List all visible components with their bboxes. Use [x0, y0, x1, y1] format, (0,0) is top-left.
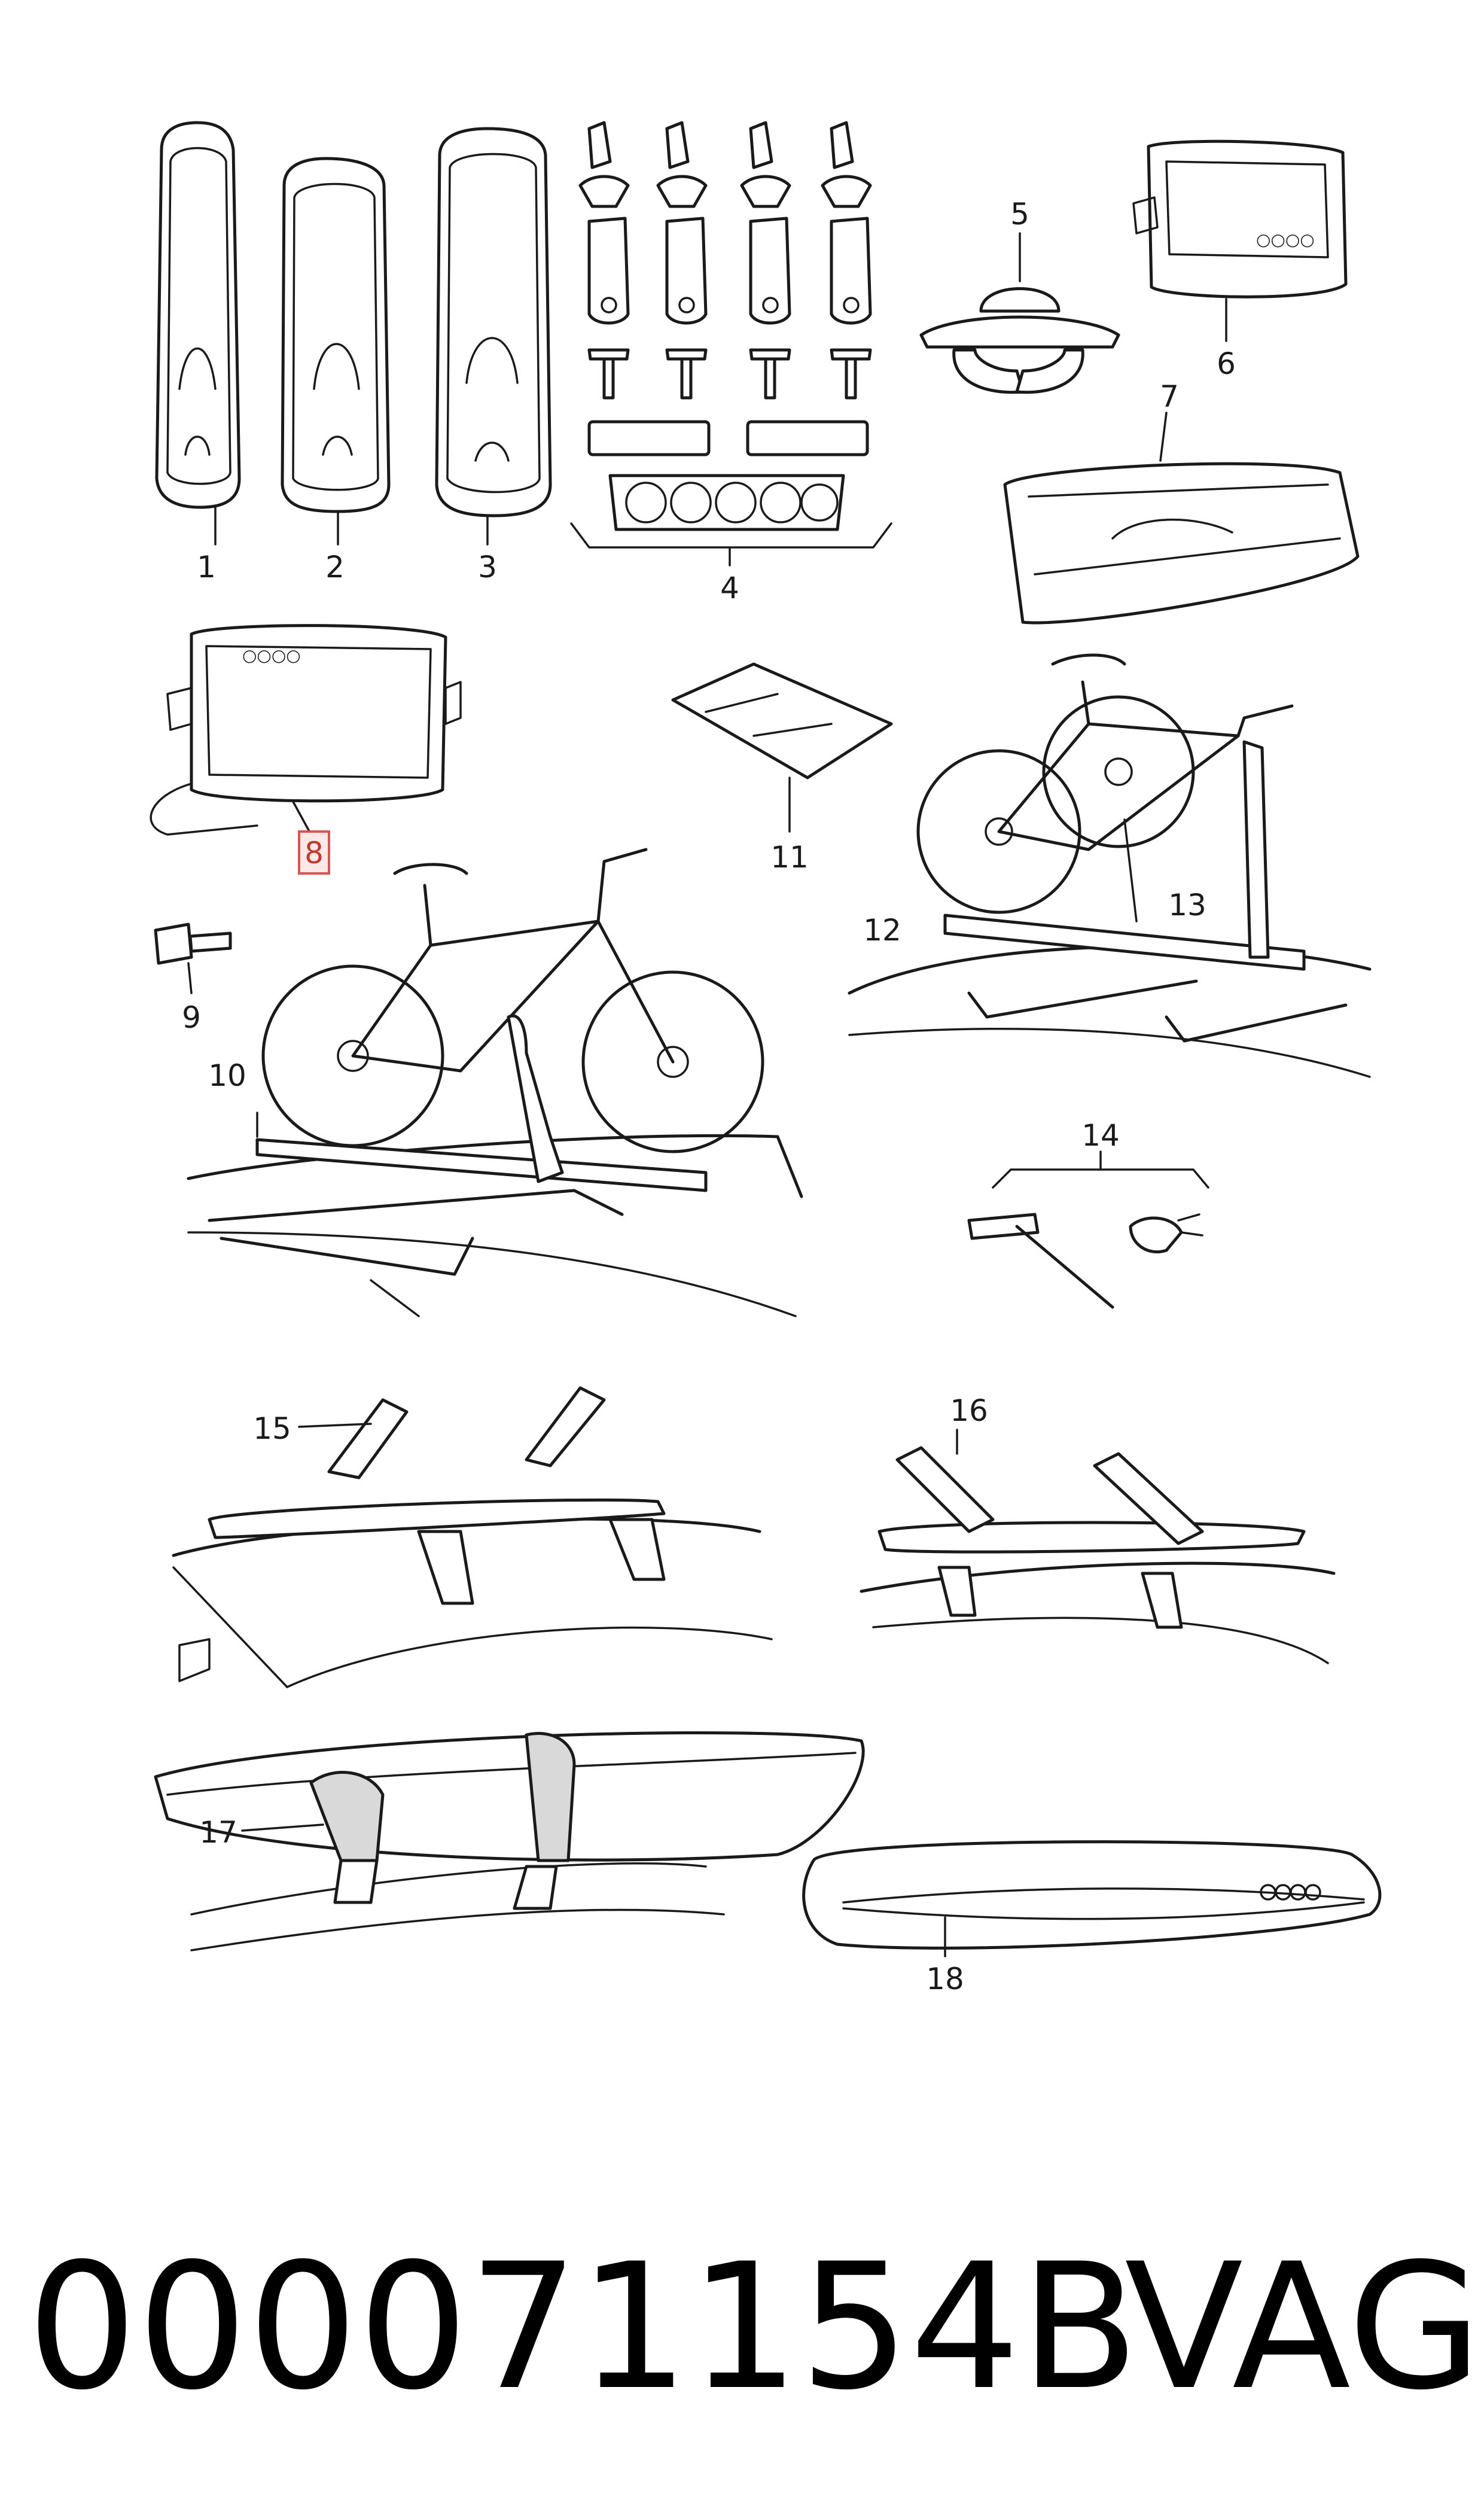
callouts: 1 2 3 4 5 6 7 8 9 10 11 12 13 14 15 16 1… — [182, 197, 1236, 1996]
callout-15: 15 — [253, 1411, 291, 1446]
callout-3: 3 — [478, 550, 497, 584]
callout-13: 13 — [1168, 888, 1206, 922]
mounting-kit-4 — [570, 121, 892, 567]
callout-16: 16 — [950, 1393, 988, 1428]
part-number: 000071154B — [27, 2227, 1139, 2428]
instruction-bag-11 — [671, 662, 893, 833]
kayak-carrier-17-scene — [154, 1731, 865, 1951]
ski-carrier-16-scene — [860, 1429, 1336, 1664]
bike-carrier-12-13-scene — [848, 653, 1372, 1078]
callout-1: 1 — [197, 550, 216, 584]
callout-9: 9 — [182, 1000, 201, 1035]
callout-5: 5 — [1010, 197, 1029, 232]
callout-6: 6 — [1217, 346, 1236, 381]
callout-18: 18 — [926, 1962, 964, 1996]
ski-bag-7 — [1003, 412, 1360, 625]
callout-11: 11 — [770, 840, 809, 875]
bike-carrier-10-scene — [187, 848, 803, 1317]
svg-text:○○○○: ○○○○ — [242, 646, 301, 665]
callout-10: 10 — [208, 1058, 246, 1093]
callout-14: 14 — [1081, 1118, 1120, 1153]
callout-12: 12 — [863, 913, 901, 948]
protective-cover-8: ○○○○ — [150, 624, 462, 836]
callout-2: 2 — [325, 550, 345, 584]
storage-bag-6: ○○○○ — [1132, 139, 1348, 342]
ski-carrier-15-scene — [172, 1386, 773, 1688]
key-9 — [154, 922, 232, 994]
roof-box-2 — [281, 157, 391, 546]
callout-8: 8 — [304, 836, 324, 870]
roof-box-3 — [435, 127, 552, 546]
callout-8-highlight — [298, 830, 330, 875]
cargo-box-18 — [802, 1840, 1382, 1957]
lock-set-14 — [967, 1150, 1209, 1309]
roof-box-1 — [155, 121, 241, 546]
callout-4: 4 — [720, 571, 739, 605]
callout-7: 7 — [1160, 379, 1179, 414]
brand-label: VAG — [1125, 2227, 1482, 2428]
callout-17: 17 — [199, 1815, 237, 1850]
svg-text:○○○○: ○○○○ — [1256, 230, 1315, 249]
bike-holder-5 — [919, 232, 1120, 394]
